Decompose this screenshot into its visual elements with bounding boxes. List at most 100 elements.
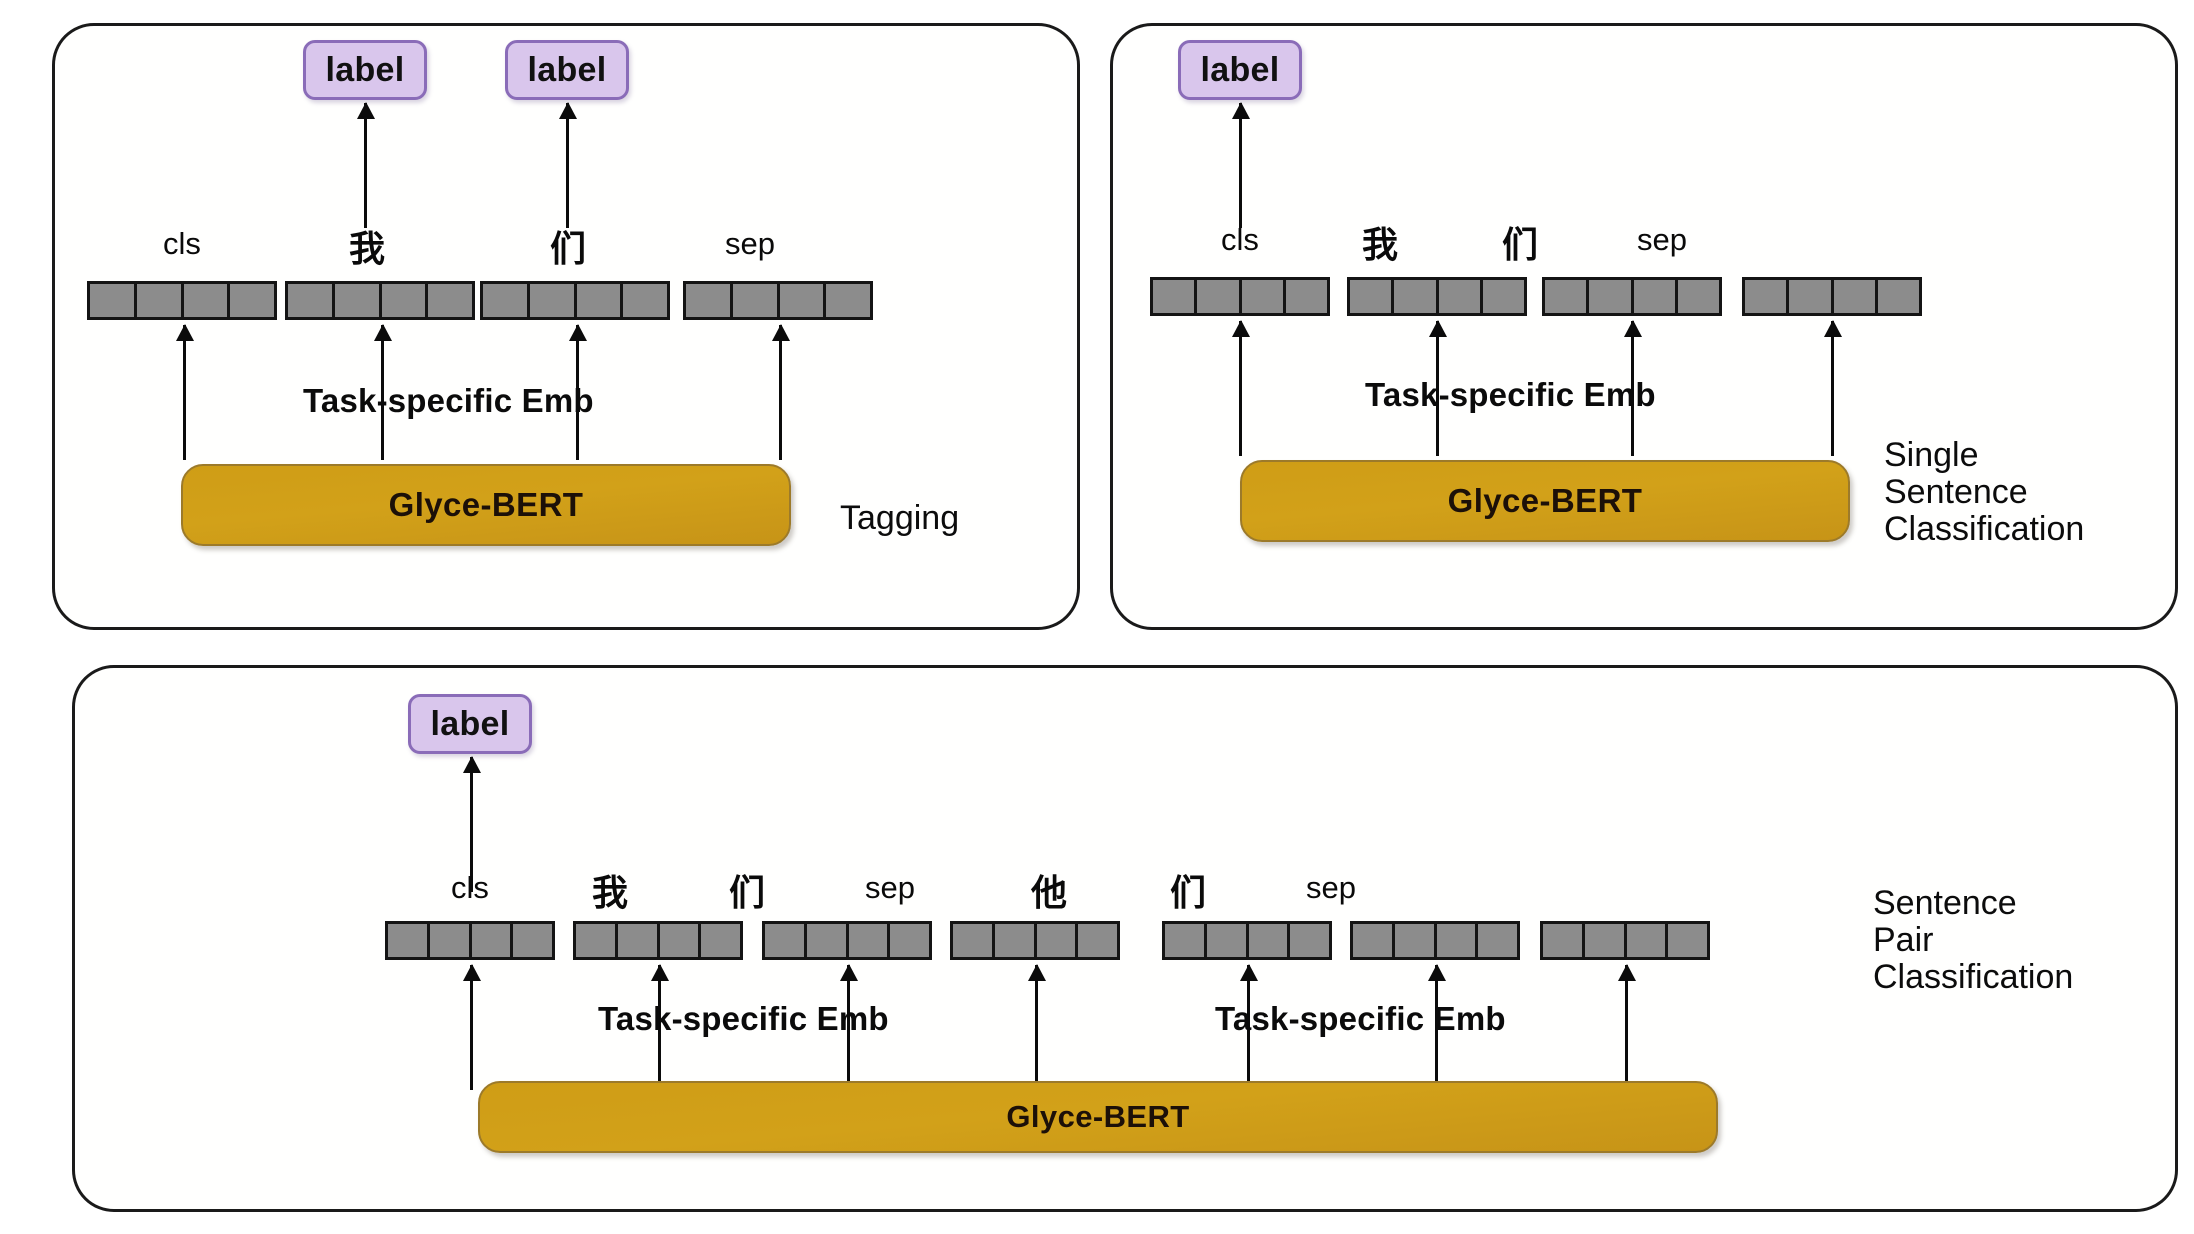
token-strip [87, 281, 277, 320]
token-cell [1877, 280, 1919, 313]
arrow-encoder-to-token [1028, 964, 1046, 1090]
token-cell [1350, 280, 1395, 313]
token-strip [1542, 277, 1722, 316]
encoder-label: Glyce-BERT [1006, 1099, 1190, 1134]
token-cell [659, 924, 702, 957]
token-strip [1347, 277, 1527, 316]
token-cell [826, 284, 870, 317]
token-cell [1545, 280, 1590, 313]
token-caption: sep [1306, 870, 1356, 905]
label-box: label [505, 40, 629, 100]
token-caption: sep [1637, 222, 1687, 257]
token-caption: 们 [549, 228, 586, 269]
token-cell [1584, 924, 1627, 957]
arrow-encoder-to-token [840, 964, 858, 1090]
label-box: label [303, 40, 427, 100]
token-cell [1482, 280, 1524, 313]
token-cell [1668, 924, 1707, 957]
token-cell [686, 284, 733, 317]
token-cell [429, 924, 472, 957]
token-caption: 我 [1361, 224, 1398, 265]
token-caption: sep [865, 870, 915, 905]
arrow-encoder-to-token [1824, 320, 1842, 456]
token-strip [480, 281, 670, 320]
token-cell [994, 924, 1037, 957]
token-cell [779, 284, 827, 317]
token-caption: 们 [1169, 872, 1206, 913]
arrow-token-to-label [1232, 102, 1250, 228]
token-caption: 他 [1030, 872, 1067, 913]
token-cell [890, 924, 929, 957]
task-name: Single Sentence Classification [1884, 436, 2085, 549]
token-strip [1742, 277, 1922, 316]
token-cell [1353, 924, 1395, 957]
task-specific-emb-label: Task-specific Emb [1365, 376, 1656, 413]
token-cell [732, 284, 780, 317]
token-strip [1350, 921, 1520, 960]
token-cell [428, 284, 472, 317]
token-cell [1394, 924, 1437, 957]
label-text: label [1200, 50, 1280, 89]
token-cell [1394, 280, 1439, 313]
arrow-encoder-to-token [1232, 320, 1250, 456]
token-strip [950, 921, 1120, 960]
arrow-encoder-to-token [1429, 320, 1447, 456]
encoder-glyce-bert: Glyce-BERT [1240, 460, 1850, 542]
token-cell [1589, 280, 1634, 313]
token-cell [701, 924, 740, 957]
task-specific-emb-label: Task-specific Emb [1215, 1000, 1506, 1037]
encoder-label: Glyce-BERT [1447, 482, 1643, 519]
token-cell [1789, 280, 1834, 313]
token-cell [230, 284, 274, 317]
token-cell [1833, 280, 1878, 313]
arrow-encoder-to-token [176, 324, 194, 460]
token-cell [1633, 280, 1678, 313]
arrow-encoder-to-token [569, 324, 587, 460]
token-cell [848, 924, 891, 957]
encoder-glyce-bert: Glyce-BERT [181, 464, 791, 546]
token-strip [285, 281, 475, 320]
token-cell [1436, 924, 1479, 957]
arrow-encoder-to-token [651, 964, 669, 1090]
token-caption: cls [163, 226, 201, 261]
token-cell [471, 924, 514, 957]
arrow-encoder-to-token [1624, 320, 1642, 456]
arrow-encoder-to-token [772, 324, 790, 460]
token-caption: sep [725, 226, 775, 261]
token-strip [1150, 277, 1330, 316]
token-cell [576, 284, 624, 317]
token-cell [136, 284, 184, 317]
token-cell [1078, 924, 1117, 957]
token-cell [1241, 280, 1286, 313]
task-name: Sentence Pair Classification [1873, 884, 2074, 997]
token-cell [623, 284, 667, 317]
token-caption: 我 [348, 228, 385, 269]
token-caption: 们 [728, 872, 765, 913]
task-specific-emb-label: Task-specific Emb [303, 382, 594, 419]
token-caption: 们 [1501, 224, 1538, 265]
token-strip [762, 921, 932, 960]
token-strip [573, 921, 743, 960]
token-cell [765, 924, 807, 957]
token-cell [334, 284, 382, 317]
arrow-token-to-label [463, 756, 481, 892]
arrow-encoder-to-token [1428, 964, 1446, 1090]
token-cell [576, 924, 618, 957]
token-cell [529, 284, 577, 317]
token-cell [1153, 280, 1198, 313]
token-cell [617, 924, 660, 957]
token-cell [1206, 924, 1249, 957]
label-text: label [430, 704, 510, 743]
token-cell [1290, 924, 1329, 957]
token-cell [1438, 280, 1483, 313]
token-cell [1285, 280, 1327, 313]
token-cell [1478, 924, 1517, 957]
token-cell [388, 924, 430, 957]
token-cell [183, 284, 231, 317]
token-cell [953, 924, 995, 957]
encoder-label: Glyce-BERT [388, 486, 584, 523]
token-cell [288, 284, 335, 317]
token-strip [1540, 921, 1710, 960]
token-cell [1248, 924, 1291, 957]
token-strip [683, 281, 873, 320]
